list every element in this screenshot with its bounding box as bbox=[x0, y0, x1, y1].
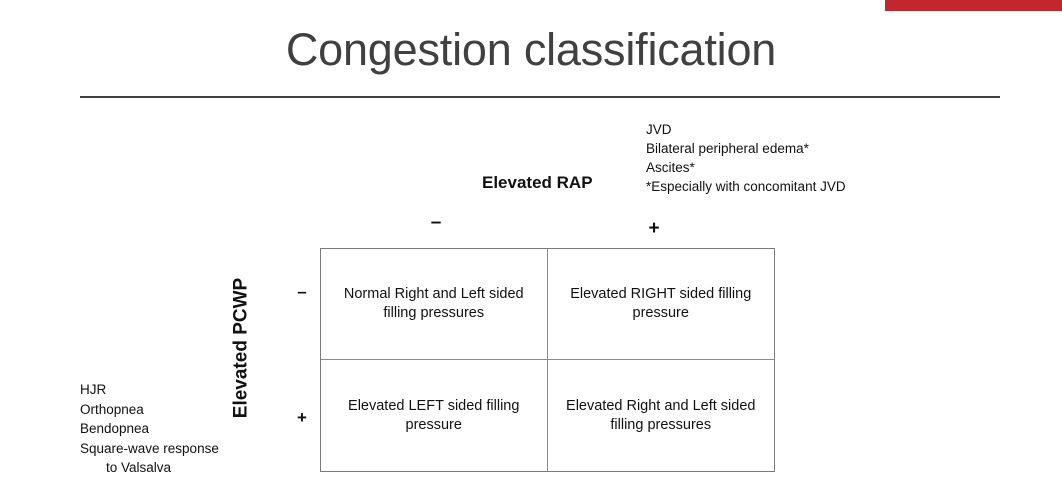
column-positive-sign: + bbox=[648, 218, 660, 239]
row-positive-sign: + bbox=[297, 408, 307, 427]
quadrant-cell-left-sided: Elevated LEFT sided filling pressure bbox=[321, 360, 548, 471]
rap-finding-footnote: *Especially with concomitant JVD bbox=[646, 179, 846, 194]
column-axis-label-elevated-rap: Elevated RAP bbox=[482, 173, 593, 192]
rap-finding-item: Bilateral peripheral edema* bbox=[646, 141, 809, 156]
page-title: Congestion classification bbox=[285, 24, 777, 75]
pcwp-findings-list: HJR Orthopnea Bendopnea Square-wave resp… bbox=[80, 380, 219, 478]
row-axis-label-elevated-pcwp: Elevated PCWP bbox=[230, 277, 252, 419]
pcwp-finding-item: Bendopnea bbox=[80, 421, 150, 436]
quadrant-cell-text: Elevated Right and Left sided filling pr… bbox=[566, 397, 756, 433]
quadrant-cell-text: Elevated RIGHT sided filling pressure bbox=[570, 286, 752, 321]
pcwp-finding-item: HJR bbox=[80, 382, 107, 397]
quadrant-cell-text: Elevated LEFT sided filling pressure bbox=[348, 397, 520, 433]
title-divider bbox=[80, 96, 1000, 98]
pcwp-finding-item-continuation: to Valsalva bbox=[106, 460, 172, 475]
pcwp-finding-item: Orthopnea bbox=[80, 401, 144, 417]
row-negative-sign: – bbox=[297, 282, 307, 301]
quadrant-cell-right-sided: Elevated RIGHT sided filling pressure bbox=[547, 249, 774, 360]
quadrant-cell-text: Normal Right and Left sided filling pres… bbox=[343, 286, 524, 321]
congestion-quadrant-matrix: Normal Right and Left sided filling pres… bbox=[320, 248, 775, 472]
rap-finding-item: JVD bbox=[646, 122, 672, 137]
quadrant-cell-normal: Normal Right and Left sided filling pres… bbox=[321, 249, 548, 360]
accent-bar bbox=[885, 0, 1062, 11]
column-negative-sign: – bbox=[430, 212, 442, 233]
rap-findings-list: JVD Bilateral peripheral edema* Ascites*… bbox=[646, 120, 846, 196]
pcwp-finding-item: Square-wave response bbox=[80, 440, 219, 456]
quadrant-cell-biventricular: Elevated Right and Left sided filling pr… bbox=[548, 360, 775, 471]
rap-finding-item: Ascites* bbox=[646, 160, 695, 175]
